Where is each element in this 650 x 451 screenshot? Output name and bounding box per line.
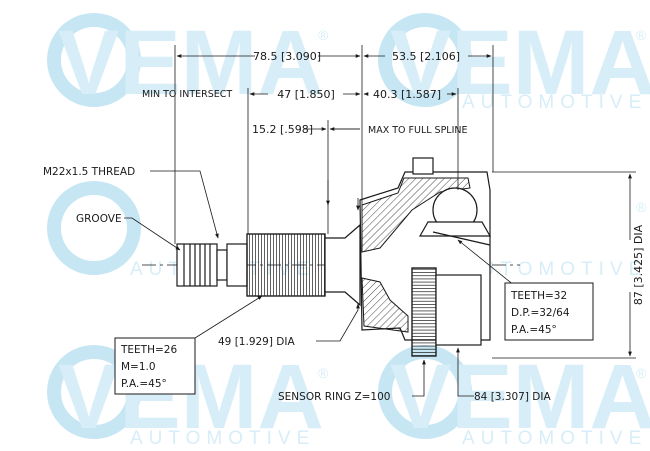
watermark-tagline: AUTOMOTIVE bbox=[130, 428, 315, 449]
inner-spline-diametral-pitch: D.P.=32/64 bbox=[511, 307, 570, 319]
outer-spline-module: M=1.0 bbox=[121, 361, 156, 373]
spline-offset-label: 15.2 [.598] bbox=[252, 123, 313, 136]
top-nub bbox=[412, 157, 434, 175]
watermark-registered: ® bbox=[318, 27, 329, 43]
watermark-brand: VEMA bbox=[390, 346, 650, 448]
watermark-tagline: AUTOMOTIVE bbox=[462, 428, 647, 449]
outer-spline-teeth: TEETH=26 bbox=[120, 344, 177, 356]
dimension-labels: 78.5 [3.090] 53.5 [2.106] MIN TO INTERSE… bbox=[43, 50, 645, 403]
outer-length-label: 53.5 [2.106] bbox=[392, 50, 460, 63]
watermark-top-left: VEMA ® bbox=[47, 12, 329, 114]
watermark-registered: ® bbox=[318, 365, 329, 381]
intersect-to-face-label: 40.3 [1.587] bbox=[373, 88, 441, 101]
watermark-registered: ® bbox=[636, 199, 647, 215]
sensor-ring bbox=[411, 267, 437, 357]
min-to-intersect-label: MIN TO INTERSECT bbox=[142, 89, 232, 100]
ring-dia-label: 84 [3.307] DIA bbox=[474, 391, 551, 403]
overall-length-label: 78.5 [3.090] bbox=[253, 50, 321, 63]
inner-spline-spec-box: TEETH=32 D.P.=32/64 P.A.=45° bbox=[504, 282, 594, 341]
watermark-registered: ® bbox=[636, 27, 647, 43]
groove-label: GROOVE bbox=[76, 213, 122, 225]
splined-shaft bbox=[246, 233, 326, 297]
watermark-tagline: AUTOMOTIVE bbox=[462, 259, 647, 280]
inner-spline-pressure-angle: P.A.=45° bbox=[511, 324, 557, 336]
cage bbox=[418, 221, 492, 237]
watermark-brand: VEMA bbox=[390, 12, 650, 114]
watermark-top-right: VEMA AUTOMOTIVE ® bbox=[378, 12, 650, 114]
dimension-lines bbox=[124, 45, 636, 397]
thread-label: M22x1.5 THREAD bbox=[43, 166, 135, 178]
outer-spline-spec-box: TEETH=26 M=1.0 P.A.=45° bbox=[114, 337, 196, 395]
ring-seat bbox=[435, 274, 482, 346]
max-to-full-spline-label: MAX TO FULL SPLINE bbox=[368, 125, 468, 136]
watermark-tagline: AUTOMOTIVE bbox=[462, 92, 647, 113]
cv-joint-part bbox=[142, 157, 520, 357]
shaft-transition bbox=[324, 223, 361, 307]
thread-collar bbox=[226, 243, 248, 287]
watermark-ring bbox=[47, 13, 141, 107]
cage-line bbox=[432, 231, 491, 246]
threaded-end bbox=[176, 243, 218, 287]
min-to-intersect-value: 47 [1.850] bbox=[277, 88, 335, 101]
watermark-brand: VEMA bbox=[58, 12, 324, 114]
watermark-ring bbox=[47, 181, 141, 275]
outer-spline-pressure-angle: P.A.=45° bbox=[121, 378, 167, 390]
shaft-dia-label: 49 [1.929] DIA bbox=[218, 336, 295, 348]
sensor-ring-label: SENSOR RING Z=100 bbox=[278, 391, 390, 403]
bell-dia-label: 87 [3.425] DIA bbox=[632, 224, 645, 305]
watermark-bottom-left: VEMA AUTOMOTIVE ® bbox=[47, 345, 329, 449]
groove-neck bbox=[216, 249, 228, 281]
inner-spline-teeth: TEETH=32 bbox=[510, 290, 567, 302]
hatched-section-lower bbox=[361, 277, 409, 333]
watermark-ring bbox=[378, 13, 472, 107]
watermark-registered: ® bbox=[636, 365, 647, 381]
